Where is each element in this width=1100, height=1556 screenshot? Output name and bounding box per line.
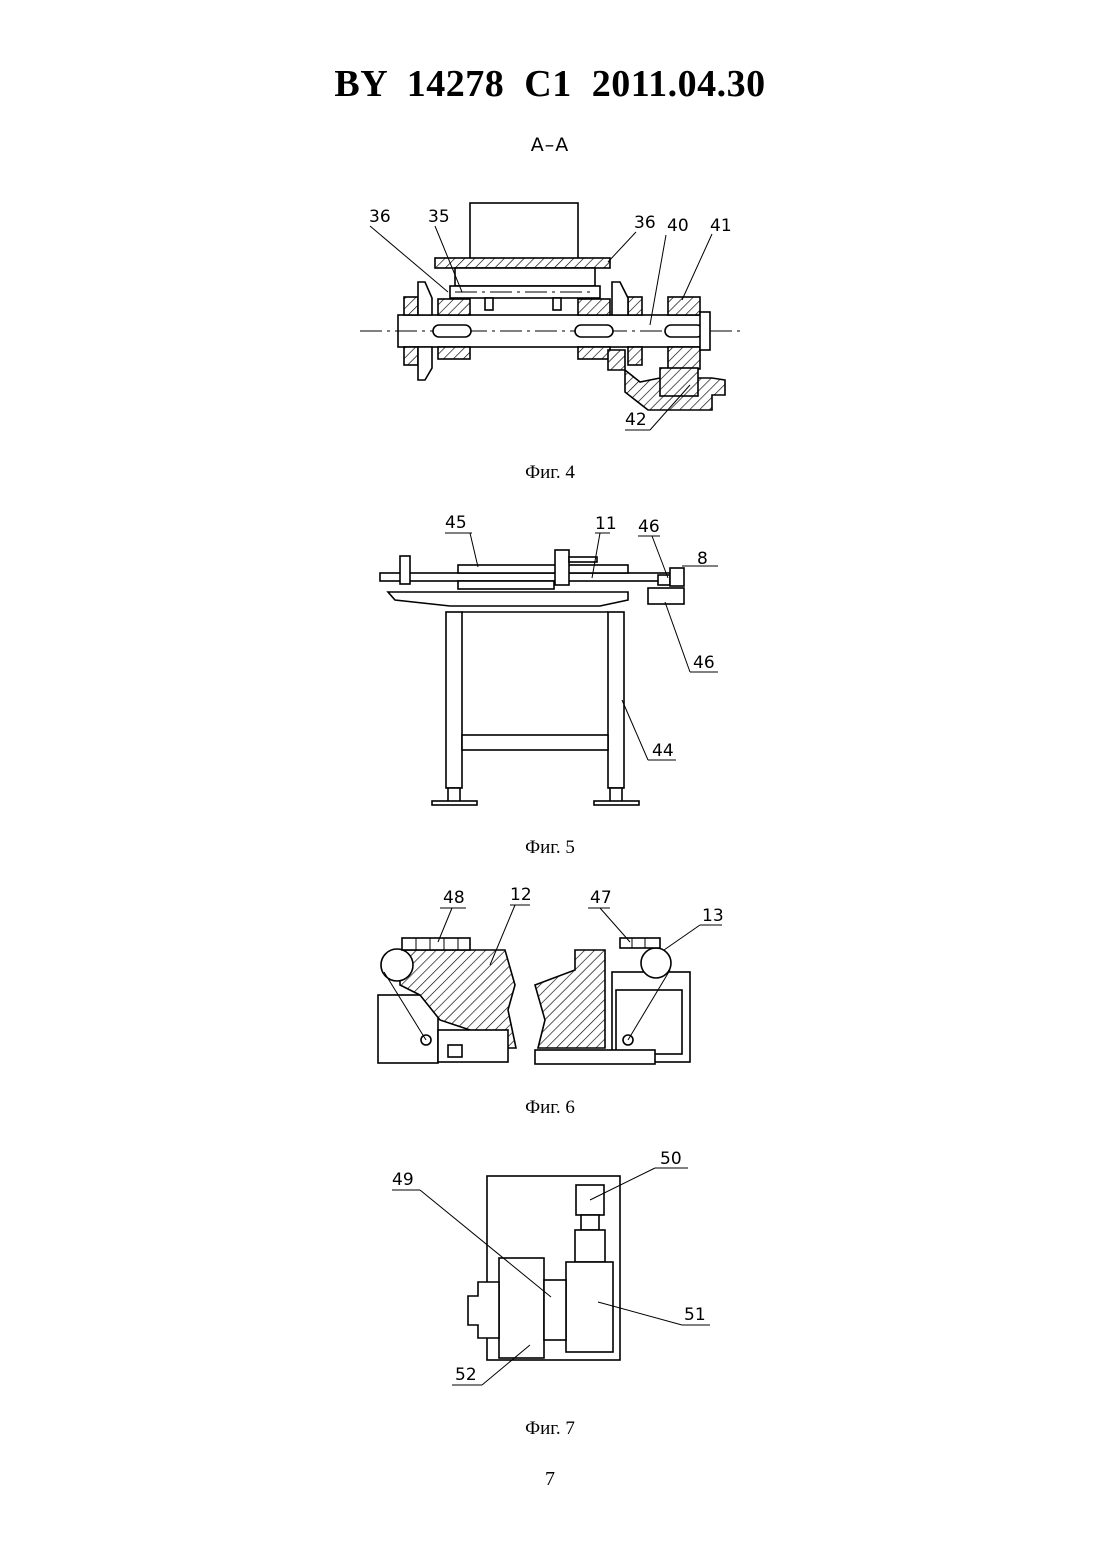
callout-8: 8 — [697, 549, 708, 569]
callout-52: 52 — [455, 1365, 477, 1385]
callout-12: 12 — [510, 885, 532, 905]
figure-6-drawing: 48 12 47 13 — [0, 880, 1100, 1080]
callout-46-top: 46 — [638, 517, 660, 537]
figure-7-caption: Фиг. 7 — [0, 1418, 1100, 1440]
figure-5-drawing: 45 11 46 8 46 44 — [0, 500, 1100, 830]
callout-45: 45 — [445, 513, 467, 533]
page-number: 7 — [0, 1468, 1100, 1491]
callout-11: 11 — [595, 514, 617, 534]
callout-51: 51 — [684, 1305, 706, 1325]
callout-36-left: 36 — [369, 207, 391, 227]
figure-6-caption: Фиг. 6 — [0, 1097, 1100, 1119]
callout-13: 13 — [702, 906, 724, 926]
figure-5-caption: Фиг. 5 — [0, 837, 1100, 859]
callout-46-bottom: 46 — [693, 653, 715, 673]
callout-48: 48 — [443, 888, 465, 908]
callout-47: 47 — [590, 888, 612, 908]
callout-40: 40 — [667, 216, 689, 236]
callout-50: 50 — [660, 1149, 682, 1169]
figure-4-caption: Фиг. 4 — [0, 462, 1100, 484]
callout-35: 35 — [428, 207, 450, 227]
callout-44: 44 — [652, 741, 674, 761]
callout-49: 49 — [392, 1170, 414, 1190]
callout-42: 42 — [625, 410, 647, 430]
figure-7-drawing: 49 50 51 52 — [0, 1140, 1100, 1410]
figure-4-drawing: 36 35 36 40 41 42 — [0, 0, 1100, 460]
callout-41: 41 — [710, 216, 732, 236]
callout-36-right: 36 — [634, 213, 656, 233]
